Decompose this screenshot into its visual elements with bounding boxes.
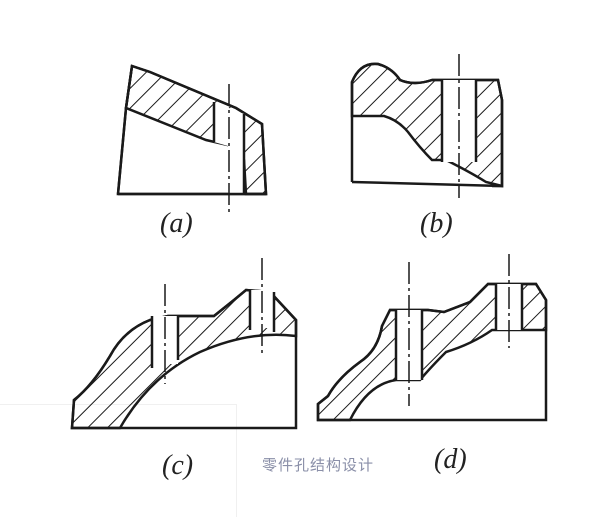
section-hatch-c: [70, 288, 298, 430]
diagram-a: [116, 64, 268, 212]
label-c: (c): [162, 450, 194, 481]
diagram-d: [316, 254, 548, 422]
diagram-b: [350, 54, 504, 198]
watermark-text: 零件孔结构设计: [262, 456, 375, 474]
label-b: (b): [420, 208, 453, 239]
label-d: (d): [434, 444, 467, 475]
section-hatch-b: [350, 62, 504, 188]
section-hatch-d: [316, 282, 548, 422]
label-a: (a): [160, 208, 193, 239]
diagram-c: [70, 258, 298, 430]
